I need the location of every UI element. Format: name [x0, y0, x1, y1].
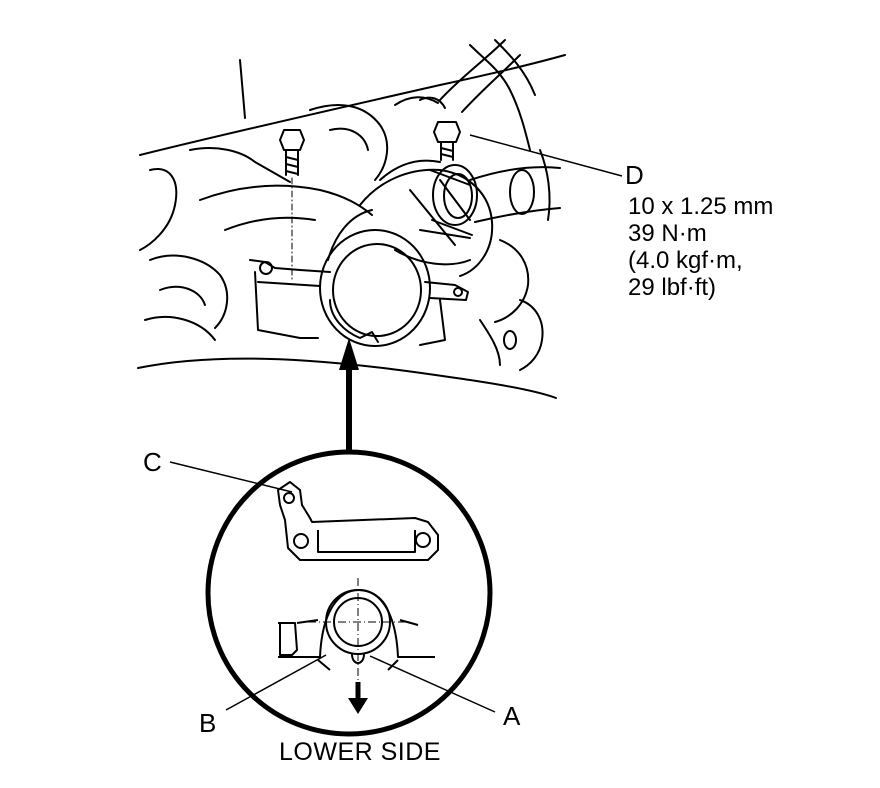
lower-side-arrow [348, 682, 368, 714]
callout-b: B [199, 708, 217, 738]
detail-centerlines [308, 578, 410, 680]
leader-b [225, 654, 327, 711]
engine-illustration [137, 39, 566, 399]
callout-a: A [503, 701, 521, 731]
leader-d [469, 134, 623, 177]
lower-side-caption: LOWER SIDE [279, 738, 441, 766]
bracket-c-detail [277, 481, 439, 561]
callout-c: C [143, 447, 162, 477]
spec-torque-kgf: (4.0 kgf·m, [628, 247, 743, 274]
detail-circle [205, 449, 493, 737]
spec-size: 10 x 1.25 mm [628, 193, 774, 220]
leader-a [369, 655, 496, 713]
callout-d: D [625, 160, 644, 190]
bearing-support-detail [278, 589, 435, 671]
leader-lines [169, 134, 623, 713]
leader-c [169, 461, 293, 493]
spec-torque-nm: 39 N·m [628, 220, 707, 247]
spec-torque-lbf: 29 lbf·ft) [628, 274, 717, 301]
view-arrow [339, 338, 359, 452]
